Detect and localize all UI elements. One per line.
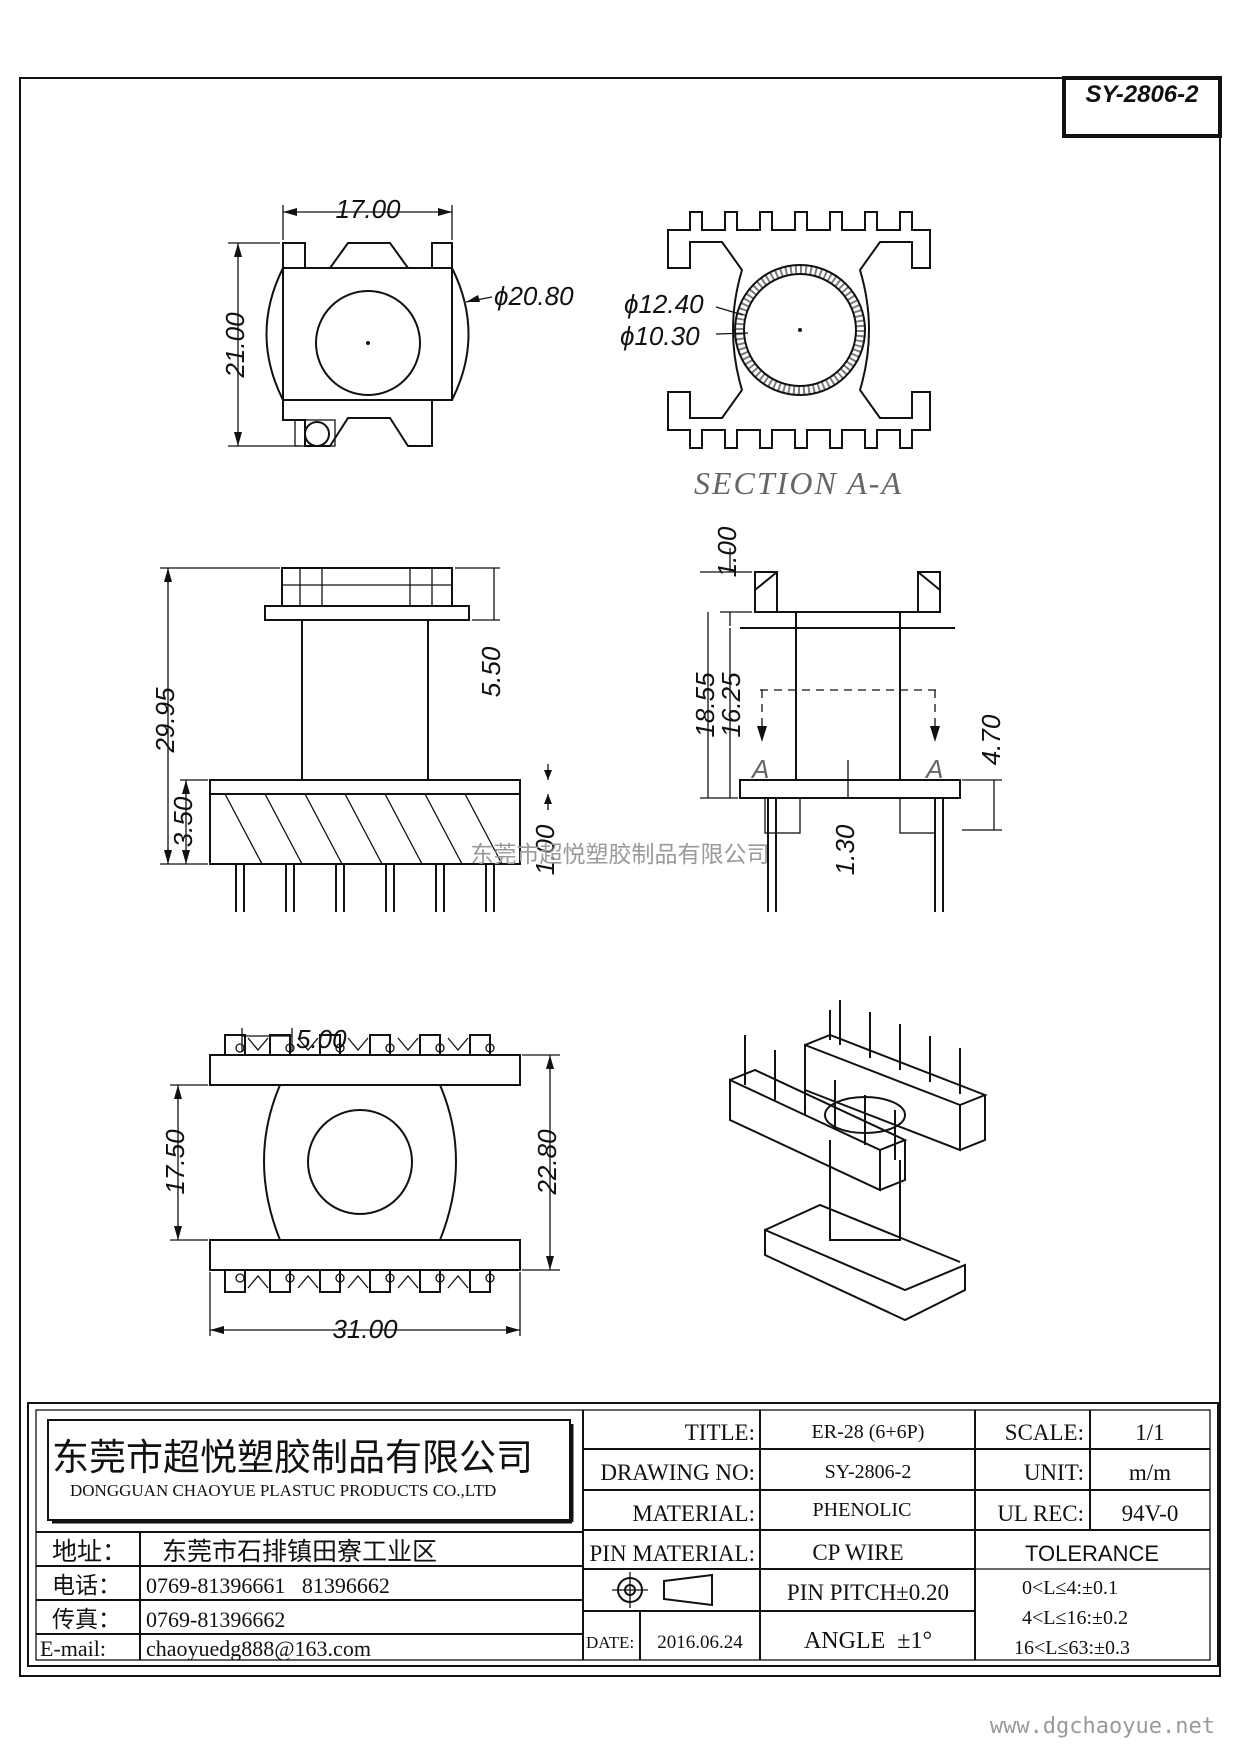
material-label: MATERIAL: <box>632 1501 755 1526</box>
dim-section-inner: ϕ10.30 <box>620 321 700 351</box>
fax-label: 传真： <box>52 1607 121 1633</box>
website: www.dgchaoyue.net <box>990 1714 1215 1739</box>
dim-section-outer: ϕ12.40 <box>624 289 704 319</box>
front-view: 29.95 3.50 5.50 1.00 <box>150 567 560 912</box>
sheet-border <box>19 77 1221 1677</box>
tolerance-2: 4<L≤16:±0.2 <box>1022 1607 1128 1629</box>
dim-front-base: 3.50 <box>168 796 198 847</box>
drawing-no-label: DRAWING NO: <box>600 1460 755 1485</box>
tolerance-1: 0<L≤4:±0.1 <box>1022 1577 1118 1599</box>
material-value: PHENOLIC <box>813 1499 912 1521</box>
tolerance-3: 16<L≤63:±0.3 <box>1014 1637 1130 1659</box>
dim-bottom-inner: 17.50 <box>160 1129 190 1195</box>
top-view: 17.00 21.00 ϕ20.80 <box>220 194 574 447</box>
dim-side-top: 1.00 <box>712 526 742 577</box>
fax-value: 0769-81396662 <box>146 1607 285 1632</box>
dim-top-height: 21.00 <box>220 312 250 379</box>
section-marker-left: A <box>750 754 769 784</box>
date-label: DATE: <box>586 1633 634 1652</box>
title-label: TITLE: <box>685 1420 755 1445</box>
address-value: 东莞市石排镇田寮工业区 <box>162 1537 437 1566</box>
drawing-id: SY-2806-2 <box>1086 81 1200 108</box>
watermark: 东莞市超悦塑胶制品有限公司 <box>471 842 770 868</box>
side-view: A A 1.00 18.55 16.25 4.70 1.30 <box>690 526 1006 912</box>
dim-bottom-pitch: 5.00 <box>296 1024 347 1054</box>
scale-label: SCALE: <box>1005 1420 1084 1445</box>
dim-top-diameter: ϕ20.80 <box>494 281 574 311</box>
dim-side-pin: 1.30 <box>830 824 860 875</box>
isometric-view <box>729 1000 988 1322</box>
email-label: E-mail: <box>40 1636 106 1661</box>
dim-front-height: 29.95 <box>150 687 180 754</box>
ul-value: 94V-0 <box>1122 1501 1179 1526</box>
dim-top-width: 17.00 <box>335 194 401 224</box>
dim-front-pin-step: 1.00 <box>530 824 560 875</box>
dim-front-flange: 5.50 <box>476 646 506 697</box>
tolerance-label: TOLERANCE <box>1025 1541 1159 1566</box>
dim-side-h1: 18.55 <box>690 672 720 738</box>
section-marker-right: A <box>924 754 943 784</box>
address-label: 地址： <box>52 1537 127 1566</box>
title-block: 东莞市超悦塑胶制品有限公司 DONGGUAN CHAOYUE PLASTUC P… <box>27 1402 1219 1667</box>
dim-bottom-width: 31.00 <box>332 1314 398 1344</box>
drawing-id-box <box>1062 76 1222 138</box>
tel-label: 电话： <box>52 1573 121 1599</box>
dim-side-base: 4.70 <box>976 714 1006 765</box>
dim-bottom-outer: 22.80 <box>532 1129 562 1196</box>
company-name-cn: 东莞市超悦塑胶制品有限公司 <box>52 1436 533 1479</box>
pin-material-label: PIN MATERIAL: <box>590 1541 755 1566</box>
pin-pitch: PIN PITCH±0.20 <box>787 1580 949 1605</box>
tel-value: 0769-81396661 81396662 <box>146 1573 390 1598</box>
email-value: chaoyuedg888@163.com <box>146 1636 371 1661</box>
unit-label: UNIT: <box>1024 1460 1084 1485</box>
company-name-en: DONGGUAN CHAOYUE PLASTUC PRODUCTS CO.,LT… <box>70 1481 496 1500</box>
scale-value: 1/1 <box>1135 1420 1164 1445</box>
drawing-no-value: SY-2806-2 <box>825 1461 912 1483</box>
date-value: 2016.06.24 <box>657 1632 743 1653</box>
ul-label: UL REC: <box>997 1501 1084 1526</box>
section-view: ϕ12.40 ϕ10.30 SECTION A-A <box>620 211 931 501</box>
dim-side-h2: 16.25 <box>716 672 746 738</box>
projection-symbol <box>612 1572 713 1608</box>
pin-material-value: CP WIRE <box>812 1540 903 1565</box>
title-value: ER-28 (6+6P) <box>812 1421 925 1443</box>
section-label: SECTION A-A <box>694 465 903 501</box>
bottom-view: 5.00 17.50 22.80 31.00 <box>160 1024 562 1344</box>
angle-tolerance: ANGLE ±1° <box>804 1628 932 1654</box>
unit-value: m/m <box>1129 1460 1171 1485</box>
